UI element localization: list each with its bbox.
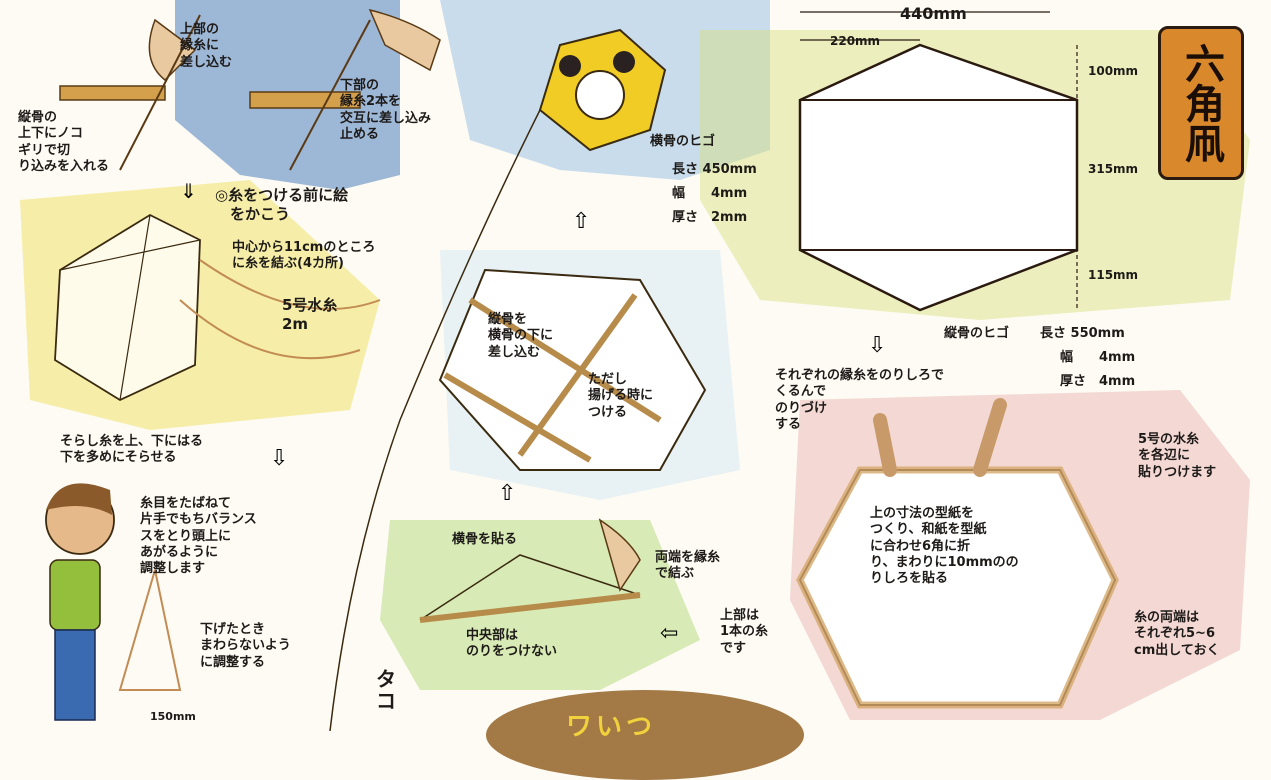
cross-rib-width: 幅 4mm (672, 186, 748, 201)
hands-4 (873, 398, 1007, 477)
thread-2 (289, 19, 371, 171)
illustration-canvas: ⇓ ⇩ ⇧ ⇧ ⇩ ⇦ (20, 0, 1250, 731)
kite-ear-left (559, 55, 581, 77)
boy-shirt (49, 559, 101, 631)
text-attach-cross: 横骨を貼る (452, 532, 518, 547)
thread-1 (119, 14, 201, 171)
dim-bottom-height: 115mm (1088, 268, 1139, 282)
text-balance: 糸目をたばねて 片手でもちバランス スをとり頭上に あがるように 調整します (140, 496, 257, 576)
hand-2 (368, 8, 441, 72)
spine-rib-length: 長さ 550mm (1040, 326, 1125, 341)
spine-rib-width: 幅 4mm (1060, 350, 1136, 365)
text-glue-edges: それぞれの縁糸をのりしろで くるんで のりづけ する (775, 368, 945, 432)
arrow-up-2: ⇧ (498, 481, 516, 506)
hanging-kite-strings (118, 569, 182, 691)
hand-3 (598, 518, 641, 592)
cross-stick (419, 592, 641, 623)
boy-hair (46, 483, 112, 515)
text-bend: そらし糸を上、下にはる 下を多めにそらせる (60, 434, 204, 466)
kite-frame-ribs (59, 214, 201, 401)
text-hang: 下げたとき まわらないよう に調整する (200, 622, 291, 670)
kite-line (329, 109, 541, 731)
title-text: 六角凧 (1178, 43, 1225, 163)
text-spine-under: 縦骨を 横骨の下に 差し込む (488, 312, 554, 360)
kite-ear-right (613, 51, 635, 73)
arrow-down-2: ⇩ (270, 446, 288, 471)
bridle-strings (179, 259, 381, 360)
arrow-up-1: ⇧ (572, 209, 590, 234)
text-template: 上の寸法の型紙を つくり、和紙を型紙 に合わせ6角に折 り、まわりに10mmのの… (870, 506, 1019, 586)
text-draw-picture: ◎糸をつける前に絵 をかこう (215, 186, 349, 223)
cross-rib-length: 長さ 450mm (672, 162, 757, 177)
spine-stick-2 (249, 91, 361, 109)
dim-mid-height: 315mm (1088, 162, 1139, 176)
dim-half-width: 220mm (830, 34, 881, 48)
hexagon-edge-strings (796, 466, 1119, 709)
cross-rib-thickness: 厚さ 2mm (672, 210, 748, 225)
text-lower-insert: 下部の 縁糸2本を 交互に差し込み 止める (340, 78, 432, 142)
arrow-left: ⇦ (660, 621, 678, 646)
text-upper-insert: 上部の 縁糸に 差し込む (180, 22, 233, 70)
text-string-ends: 糸の両端は それぞれ5~6 cm出しておく (1134, 610, 1220, 658)
cross-rib-label: 横骨のヒゴ (650, 134, 716, 149)
text-paste-string: 5号の水糸 を各辺に 貼りつけます (1138, 432, 1217, 480)
dim-top-height: 100mm (1088, 64, 1139, 78)
boy-pants (54, 629, 96, 721)
text-string-spec: 5号水糸 2m (282, 296, 338, 333)
side-label: タ コ (376, 667, 396, 713)
arrow-down-3: ⇩ (868, 333, 886, 358)
bottom-badge-text: ワいつ (566, 712, 657, 742)
text-attach-when: ただし 揚げる時に つける (588, 372, 654, 420)
arrow-down-1: ⇓ (180, 179, 197, 203)
dim-width-total: 440mm (900, 4, 967, 23)
hand-1 (148, 18, 197, 82)
bottom-badge: ワいつ (486, 690, 804, 780)
text-top-single: 上部は 1本の糸 です (720, 608, 769, 656)
text-center-no-glue: 中央部は のりをつけない (466, 628, 558, 660)
text-tie-string: 中心から11cmのところ に糸を結ぶ(4カ所) (232, 240, 376, 272)
spine-rib-thickness: 厚さ 4mm (1060, 374, 1136, 389)
text-hang-dim: 150mm (150, 710, 196, 723)
spine-stick-1 (59, 85, 166, 101)
title-badge: 六角凧 (1158, 26, 1244, 180)
text-tie-ends: 両端を縁糸 で結ぶ (655, 550, 721, 582)
middle-cross-3 (443, 372, 592, 463)
spine-rib-label: 縦骨のヒゴ (944, 326, 1010, 341)
text-spine-cut: 縦骨の 上下にノコ ギリで切 り込みを入れる (18, 110, 110, 174)
middle-cross-1 (468, 297, 662, 423)
kite-face (575, 70, 625, 120)
paper-outline (419, 554, 641, 621)
